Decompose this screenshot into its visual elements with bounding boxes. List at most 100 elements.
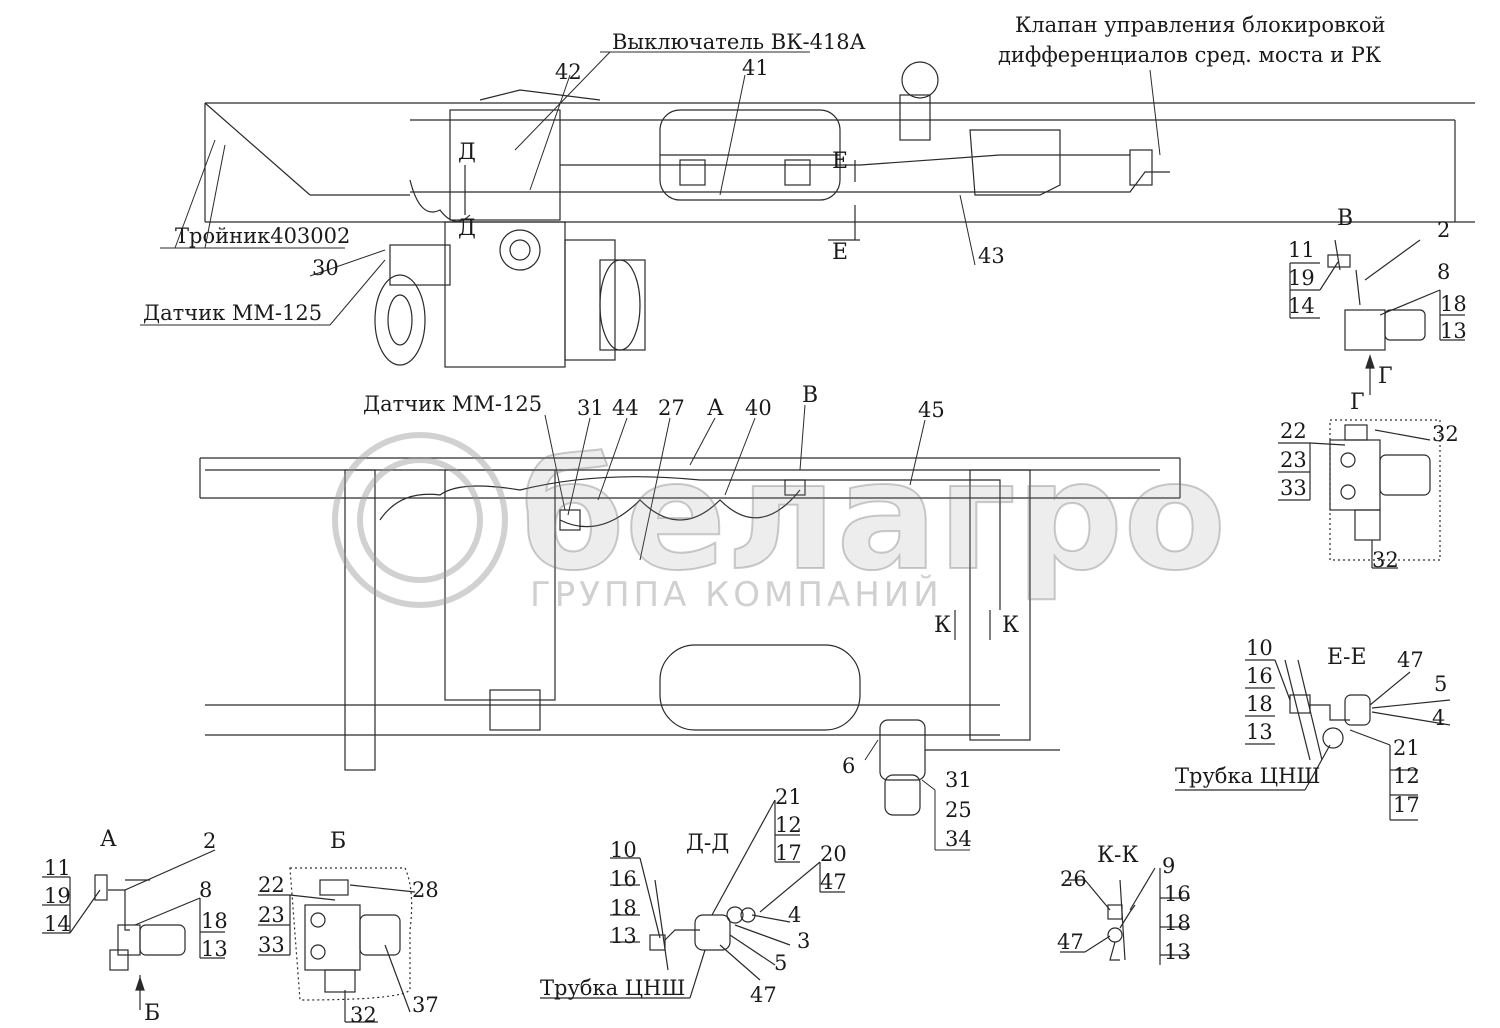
position-number: 19 [1288,266,1315,290]
position-number: 44 [612,396,639,420]
callout-sensor-mid: Датчик ММ-125 [363,392,543,416]
position-number: 17 [775,841,802,865]
position-number: 10 [610,838,637,862]
section-mark-k-left: К [934,613,952,638]
position-number: 47 [820,870,847,894]
position-number: 21 [775,785,802,809]
position-number: 47 [750,983,777,1007]
position-number: 8 [199,878,213,902]
position-number: 16 [1246,664,1273,688]
position-number: 12 [775,813,802,837]
view-ee [1175,659,1451,821]
watermark-logo-text: белагро [519,429,1227,605]
section-mark-k-right: К [1002,613,1020,638]
callout-valve-line2: дифференциалов сред. моста и РК [998,43,1382,67]
position-number: 28 [412,878,439,902]
position-number: 18 [1440,292,1467,316]
position-number: 30 [312,256,339,280]
position-number: 31 [945,768,972,792]
position-number: 32 [1432,422,1459,446]
view-arrow-g: Г [1378,364,1393,389]
position-number: 13 [610,924,637,948]
view-arrow-b: Б [144,1001,161,1026]
position-number: 23 [258,903,285,927]
position-number: 41 [742,56,769,80]
position-number: 37 [412,993,439,1017]
position-number: 17 [1393,793,1420,817]
position-number: 13 [1164,940,1191,964]
position-number: 32 [1372,548,1399,572]
view-g [1278,419,1441,569]
view-a [42,849,225,1010]
position-number: 5 [774,951,788,975]
position-number: 22 [1280,419,1307,443]
position-number: 14 [44,912,71,936]
position-number: 40 [745,396,772,420]
position-number: 27 [658,396,685,420]
position-number: 13 [1440,319,1467,343]
callout-tube-ee: Трубка ЦНШ [1175,764,1321,788]
position-number: 25 [945,798,972,822]
position-number: 4 [1432,706,1446,730]
position-number: 13 [1246,720,1273,744]
position-number: 19 [44,884,71,908]
top-leaders [140,51,1161,326]
section-caption-kk: К-К [1097,843,1139,868]
position-number: 11 [1288,238,1315,262]
section-caption-dd: Д-Д [686,831,730,856]
position-number: 18 [201,909,228,933]
position-number: 5 [1434,672,1448,696]
watermark-text: ГРУППА КОМПАНИЙ [530,575,943,615]
position-number: 11 [44,856,71,880]
callout-tee: Тройник403002 [175,224,351,248]
position-number: 4 [788,903,802,927]
position-number: 18 [610,896,637,920]
position-number: 2 [203,829,217,853]
position-number: 21 [1393,736,1420,760]
view-caption-v: В [1337,206,1354,231]
callout-switch: Выключатель ВК-418А [612,30,866,54]
callout-valve-line1: Клапан управления блокировкой [1015,13,1386,37]
view-b [258,867,416,1023]
view-caption-g: Г [1350,390,1365,415]
position-number: 8 [1437,260,1451,284]
view-dd [540,799,845,999]
position-number: 16 [610,867,637,891]
view-caption-b: Б [330,829,347,854]
position-number: 16 [1164,882,1191,906]
position-number: 31 [577,396,604,420]
view-caption-a: А [100,827,117,852]
position-number: 33 [1280,476,1307,500]
position-number: 3 [797,929,811,953]
position-number: 23 [1280,448,1307,472]
position-number: 22 [258,873,285,897]
section-mark-d-bottom: Д [458,216,476,241]
position-number: 6 [842,754,856,778]
view-v [1289,239,1465,395]
position-number: 47 [1057,930,1084,954]
position-number: 33 [258,933,285,957]
view-caption-v-plan: В [802,383,819,408]
position-number: 26 [1060,867,1087,891]
view-caption-a-plan: А [707,396,724,421]
callout-sensor-top: Датчик ММ-125 [143,301,323,325]
position-number: 45 [918,398,945,422]
position-number: 10 [1246,636,1273,660]
section-mark-e-top: Е [832,149,849,174]
watermark-logo-mark [332,432,508,608]
section-mark-e-bottom: Е [832,240,849,265]
position-number: 42 [555,60,582,84]
view-kk [1060,867,1190,965]
position-number: 43 [978,244,1005,268]
position-number: 12 [1393,764,1420,788]
position-number: 34 [945,827,972,851]
middle-leaders [544,404,970,851]
position-number: 18 [1246,692,1273,716]
position-number: 14 [1288,294,1315,318]
callout-tube-dd: Трубка ЦНШ [540,976,686,1000]
position-number: 9 [1162,854,1176,878]
position-number: 47 [1397,648,1424,672]
position-number: 13 [201,937,228,961]
section-caption-ee: Е-Е [1327,645,1367,670]
